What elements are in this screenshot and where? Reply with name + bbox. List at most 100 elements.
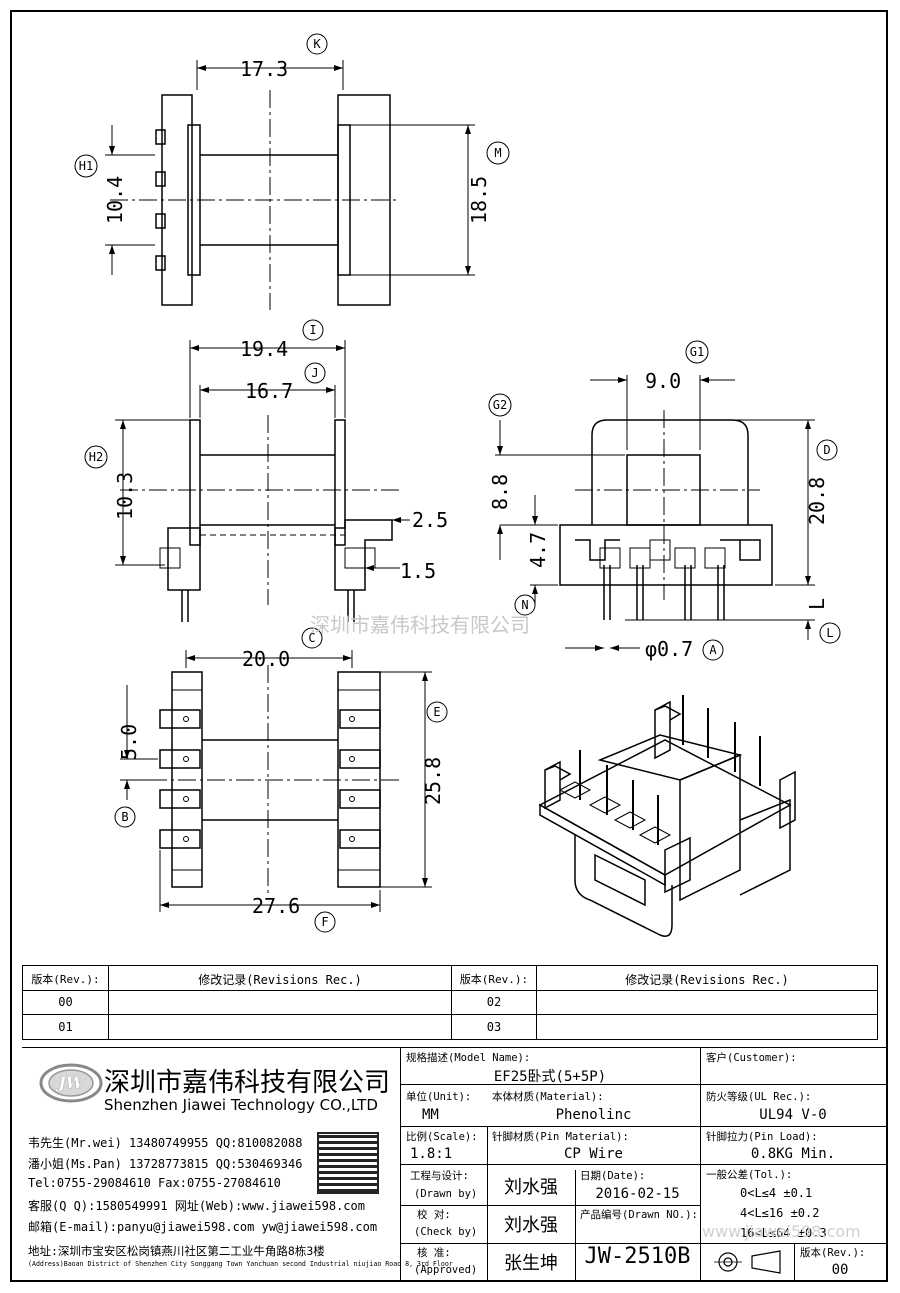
contact-tel-fax: Tel:0755-29084610 Fax:0755-27084610 — [28, 1176, 281, 1190]
contact-qq-web: 客服(Q Q):1580549991 网址(Web):www.jiawei598… — [28, 1199, 365, 1213]
company-name-cn: 深圳市嘉伟科技有限公司 — [104, 1068, 391, 1098]
callout-g1: G1 — [690, 345, 704, 359]
callout-e: E — [433, 705, 440, 719]
revisions-table: 版本(Rev.): 修改记录(Revisions Rec.) 版本(Rev.):… — [22, 965, 878, 1040]
version-value: 00 — [831, 1262, 849, 1278]
version-label: 版本(Rev.): — [800, 1247, 866, 1259]
contact-wei: 韦先生(Mr.wei) 13480749955 QQ:810082088 — [28, 1136, 303, 1150]
rev-row-01: 01 — [58, 1020, 73, 1034]
company-name-en: Shenzhen Jiawei Technology CO.,LTD — [104, 1096, 378, 1114]
pin-material-label: 针脚材质(Pin Material): — [492, 1131, 629, 1143]
dim-body-height: 8.8 — [488, 474, 512, 510]
pin-load-value: 0.8KG Min. — [750, 1146, 836, 1162]
callout-m: M — [494, 146, 501, 160]
callout-i: I — [309, 323, 316, 337]
pin-material-value: CP Wire — [563, 1146, 623, 1162]
unit-label: 单位(Unit): — [406, 1091, 472, 1103]
logo-text: JW — [58, 1073, 84, 1092]
callout-h1: H1 — [79, 159, 93, 173]
dim-front-pin-span: 10.3 — [113, 472, 137, 520]
check-by-value: 刘水强 — [504, 1215, 558, 1236]
qr-code — [317, 1132, 379, 1194]
check-by-label-en: (Check by) — [414, 1226, 478, 1238]
ul-label: 防火等级(UL Rec.): — [706, 1091, 812, 1103]
dim-top-width: 17.3 — [240, 57, 288, 81]
side-view — [495, 375, 815, 651]
contact-email: 邮箱(E-mail):panyu@jiawei598.com yw@jiawei… — [28, 1220, 378, 1234]
dim-outer-width: 19.4 — [240, 337, 288, 361]
material-label: 本体材质(Material): — [492, 1091, 604, 1103]
dim-step: 2.5 — [412, 508, 448, 532]
tolerance-row-2: 4<L≤16 ±0.2 — [740, 1206, 820, 1220]
drawing-number-value: JW-2510B — [584, 1244, 691, 1269]
callout-j: J — [311, 366, 318, 380]
callout-f: F — [321, 915, 328, 929]
rev-record-header-right: 修改记录(Revisions Rec.) — [625, 973, 789, 987]
dim-top-pin-span: 10.4 — [103, 176, 127, 224]
company-logo: JW — [37, 1060, 105, 1106]
address-en: (Address)Baoan District of Shenzhen City… — [28, 1260, 453, 1268]
ul-value: UL94 V-0 — [759, 1107, 827, 1123]
top-view — [105, 60, 475, 310]
rev-header-right: 版本(Rev.): — [459, 973, 529, 986]
tolerance-row-1: 0<L≤4 ±0.1 — [740, 1186, 813, 1200]
dim-side-height: 20.8 — [805, 477, 829, 525]
pin-load-label: 针脚拉力(Pin Load): — [706, 1131, 818, 1143]
dim-length: 25.8 — [421, 757, 445, 805]
technical-drawing: 17.3 10.4 18.5 19.4 16.7 10.3 2.5 1.5 9.… — [74, 33, 841, 937]
unit-value: MM — [422, 1107, 439, 1123]
rev-row-03: 03 — [486, 1020, 502, 1034]
customer-label: 客户(Customer): — [706, 1052, 797, 1064]
title-block: JW 深圳市嘉伟科技有限公司 Shenzhen Jiawei Technolog… — [22, 1047, 886, 1281]
dim-pitch: 5.0 — [117, 724, 141, 760]
drawn-by-label: 工程与设计: — [410, 1170, 469, 1182]
bottom-view — [120, 650, 432, 912]
watermark-url: www.jiawei598.com — [702, 1222, 861, 1241]
drawn-by-value: 刘水强 — [504, 1177, 558, 1198]
drawing-frame — [10, 10, 888, 1282]
callout-h2: H2 — [89, 450, 103, 464]
drawn-by-label-en: (Drawn by) — [414, 1188, 478, 1200]
rev-header-left: 版本(Rev.): — [31, 973, 100, 986]
date-value: 2016-02-15 — [595, 1186, 680, 1202]
callout-b: B — [121, 810, 128, 824]
dim-side-width: 9.0 — [645, 369, 681, 393]
approved-by-label: 核 准: — [417, 1247, 451, 1259]
dim-total: 27.6 — [252, 894, 300, 918]
model-value: EF25卧式(5+5P) — [493, 1069, 607, 1085]
approved-by-value: 张生坤 — [504, 1253, 558, 1274]
tolerance-label: 一般公差(Tol.): — [706, 1169, 793, 1181]
material-value: Phenolinc — [555, 1107, 632, 1123]
check-by-label: 校 对: — [417, 1209, 451, 1221]
isometric-view — [538, 695, 796, 937]
rev-row-00: 00 — [58, 995, 73, 1009]
callout-k: K — [313, 37, 321, 51]
rev-row-02: 02 — [486, 995, 502, 1009]
scale-label: 比例(Scale): — [406, 1131, 478, 1143]
scale-value: 1.8:1 — [410, 1146, 453, 1162]
dim-top-height: 18.5 — [467, 176, 491, 224]
callout-a: A — [709, 643, 717, 657]
approved-by-label-en: (Approved) — [414, 1264, 478, 1276]
dim-pin-diameter: φ0.7 — [645, 637, 693, 661]
dim-inner-width: 16.7 — [245, 379, 293, 403]
dim-bottom-width: 20.0 — [242, 647, 290, 671]
rev-record-header-left: 修改记录(Revisions Rec.) — [198, 973, 362, 987]
front-view — [115, 340, 410, 622]
dim-pin-offset: 1.5 — [400, 559, 436, 583]
dim-flange: 4.7 — [526, 532, 550, 568]
callout-n: N — [521, 598, 528, 612]
callout-c: C — [308, 631, 315, 645]
watermark-text: 深圳市嘉伟科技有限公司 — [310, 613, 530, 637]
contact-pan: 潘小姐(Ms.Pan) 13728773815 QQ:530469346 — [28, 1157, 303, 1171]
drawing-number-label: 产品编号(Drawn NO.): — [580, 1209, 698, 1221]
projection-symbol-icon — [710, 1248, 790, 1276]
date-label: 日期(Date): — [580, 1170, 646, 1182]
callout-g2: G2 — [493, 398, 507, 412]
address-cn: 地址:深圳市宝安区松岗镇燕川社区第二工业牛角路8栋3楼 — [28, 1244, 325, 1258]
callout-l: L — [826, 626, 833, 640]
model-label: 规格描述(Model Name): — [406, 1052, 531, 1064]
tolerance-row-3: 16<L≤64 ±0.3 — [740, 1226, 827, 1240]
dim-pin-length: L — [805, 598, 829, 610]
callout-d: D — [823, 443, 830, 457]
